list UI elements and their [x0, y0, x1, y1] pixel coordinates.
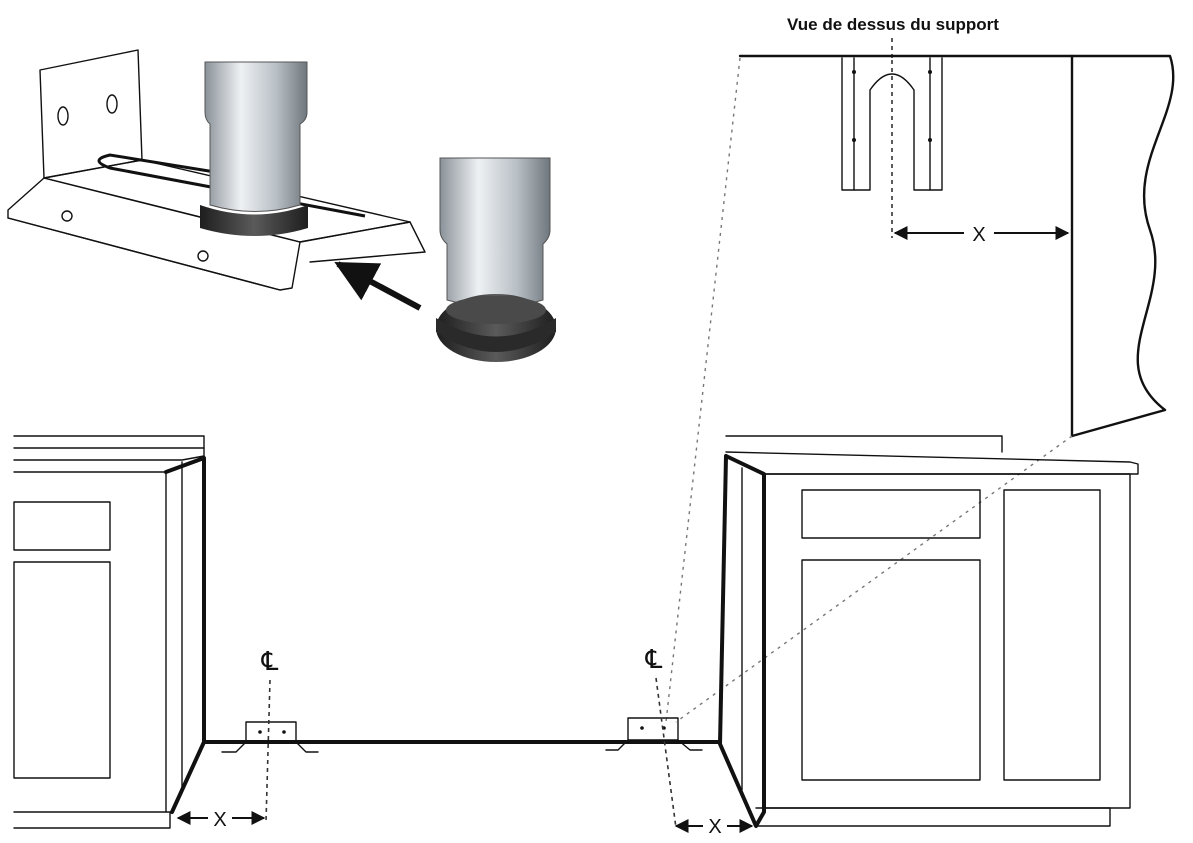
leg-standalone — [436, 157, 556, 362]
bracket-perspective — [7, 49, 426, 291]
right-floor-bracket: ℄ — [605, 644, 703, 829]
leg-icon — [200, 61, 308, 236]
bracket-hole-1 — [57, 106, 69, 126]
bracket-hole-3 — [61, 210, 73, 222]
bracket-hole-4 — [197, 250, 209, 262]
cabinet-drawer — [801, 489, 981, 539]
left-cabinet — [13, 435, 206, 829]
cabinet-door-left — [801, 559, 981, 781]
centerline-left — [265, 679, 271, 823]
cabinet-top-view — [738, 54, 1175, 438]
arrow-icon — [334, 261, 422, 311]
centerline-symbol-right: ℄ — [645, 644, 663, 674]
top-view-panel: X — [738, 54, 1175, 438]
bracket-icon — [841, 57, 943, 191]
bracket-slot — [97, 153, 366, 218]
right-cabinet-side — [718, 454, 766, 828]
right-cabinet — [718, 435, 1139, 828]
zoom-line-right — [675, 435, 1073, 723]
zoom-line-left — [665, 57, 741, 723]
left-cabinet-side — [164, 456, 206, 814]
top-view-title: Vue de dessus du support — [787, 15, 999, 34]
centerline-symbol-left: ℄ — [261, 646, 279, 676]
bracket-hole-2 — [106, 94, 118, 114]
centerline-right — [655, 677, 677, 829]
dimension-label-right: X — [708, 816, 721, 838]
dimension-label-top: X — [972, 224, 985, 246]
countertop — [725, 451, 1139, 475]
dimension-label-left: X — [213, 809, 226, 831]
left-floor-bracket: ℄ — [221, 646, 319, 823]
cabinet-door-right — [1003, 489, 1101, 781]
